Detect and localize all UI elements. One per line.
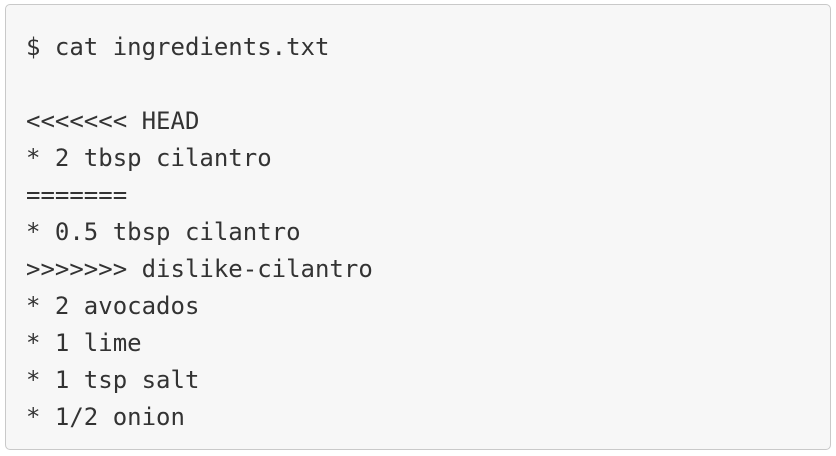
ingredient-line: * 2 tbsp cilantro: [26, 144, 272, 172]
ingredient-line: * 2 avocados: [26, 292, 200, 320]
ingredient-line: * 1 tsp salt: [26, 366, 200, 394]
code-block: $ cat ingredients.txt <<<<<<< HEAD * 2 t…: [5, 4, 831, 450]
command-line: $ cat ingredients.txt: [26, 33, 330, 61]
ingredient-line: * 0.5 tbsp cilantro: [26, 218, 301, 246]
ingredient-line: * 1 lime: [26, 329, 142, 357]
ingredient-line: * 1/2 onion: [26, 403, 185, 431]
conflict-marker-head: <<<<<<< HEAD: [26, 107, 200, 135]
blank-line: [26, 66, 810, 103]
conflict-marker-branch: >>>>>>> dislike-cilantro: [26, 255, 373, 283]
conflict-separator: =======: [26, 181, 128, 209]
